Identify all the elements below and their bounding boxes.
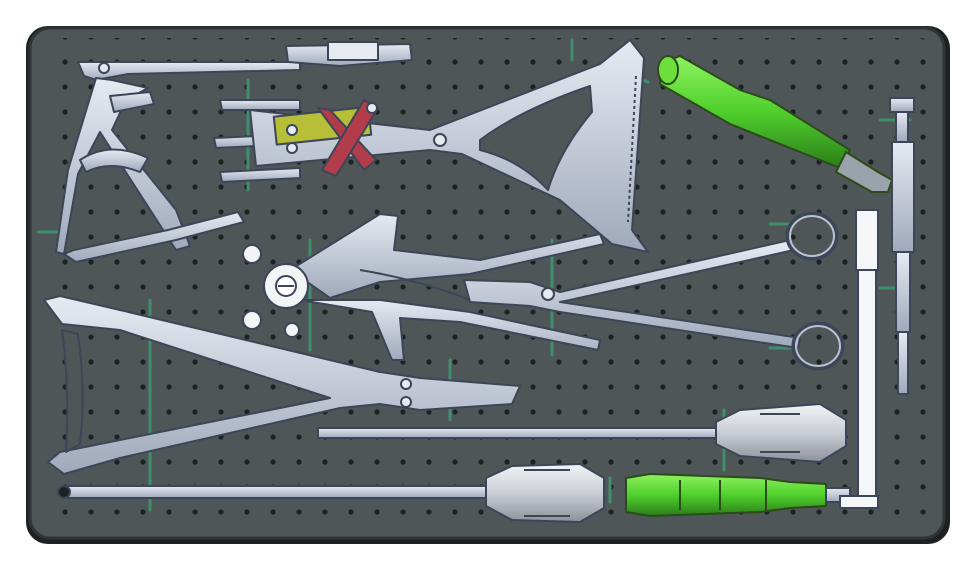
green-handle-screwdriver-icon — [625, 472, 851, 518]
bone-rongeur-icon — [55, 41, 413, 263]
straight-rod-icon — [839, 209, 879, 509]
hemostat-forceps-icon — [463, 211, 845, 371]
silver-handle-rod-icon — [317, 402, 847, 464]
silver-handle-rod-icon — [57, 462, 605, 524]
t-handle-reamer-icon — [889, 97, 915, 395]
green-handle-instrument-icon — [657, 54, 894, 193]
bone-spreader-icon — [213, 39, 649, 253]
bone-cutter-icon — [43, 295, 521, 475]
hinged-clamp-icon — [242, 213, 605, 361]
